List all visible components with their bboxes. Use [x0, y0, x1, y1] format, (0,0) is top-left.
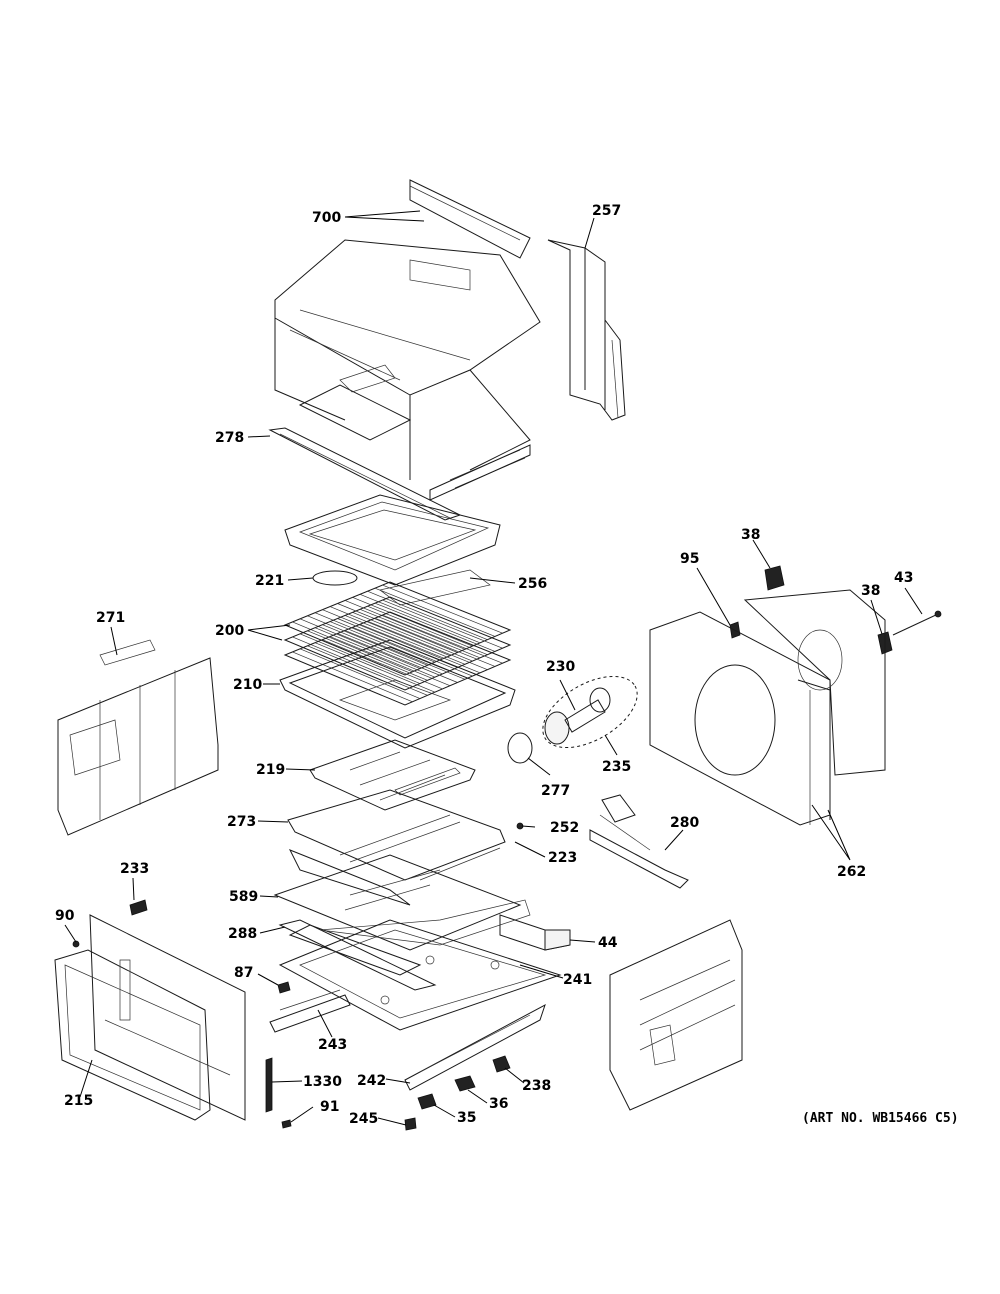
callout-257: 257 — [592, 203, 621, 219]
panel-288 — [278, 899, 531, 991]
callout-1330: 1330 — [303, 1074, 342, 1090]
element-241 — [278, 919, 562, 1031]
callout-38-top: 38 — [741, 527, 760, 543]
callout-95: 95 — [680, 551, 699, 567]
front-door-215 — [54, 914, 246, 1121]
callout-241: 241 — [563, 972, 592, 988]
rail-242 — [404, 1003, 546, 1091]
callout-36: 36 — [489, 1096, 508, 1112]
element-256 — [379, 569, 491, 606]
callout-87: 87 — [234, 965, 253, 981]
leader-lines — [64, 210, 923, 1126]
rail-280 — [589, 794, 689, 889]
callout-90: 90 — [55, 908, 75, 924]
rear-panels-262 — [649, 589, 886, 826]
callout-700: 700 — [312, 210, 341, 226]
block-44 — [499, 914, 571, 951]
callout-262: 262 — [837, 864, 866, 880]
callout-252: 252 — [550, 820, 579, 836]
callout-221: 221 — [255, 573, 284, 589]
callout-230: 230 — [546, 659, 575, 675]
callout-278: 278 — [215, 430, 244, 446]
callout-labels: 700 257 278 221 256 200 271 210 219 273 … — [55, 203, 959, 1127]
right-side-panel — [609, 919, 743, 1111]
callout-271: 271 — [96, 610, 125, 626]
shelf-219 — [309, 739, 476, 811]
callout-288: 288 — [228, 926, 257, 942]
callout-238: 238 — [522, 1078, 551, 1094]
callout-233: 233 — [120, 861, 149, 877]
pad-589 — [273, 854, 522, 951]
callout-245: 245 — [349, 1111, 378, 1127]
callout-210: 210 — [233, 677, 262, 693]
rack-frame-210 — [279, 639, 516, 749]
oven-bottom-273 — [287, 789, 506, 906]
hardware-small-parts — [72, 565, 942, 1131]
left-side-panel-271 — [57, 639, 219, 836]
callout-242: 242 — [357, 1073, 386, 1089]
top-trim-278 — [268, 427, 462, 521]
rear-duct-257 — [547, 239, 626, 421]
callout-280: 280 — [670, 815, 699, 831]
callout-200: 200 — [215, 623, 244, 639]
callout-589: 589 — [229, 889, 258, 905]
art-number: (ART NO. WB15466 C5) — [802, 1111, 959, 1126]
rail-243 — [269, 989, 351, 1033]
callout-277: 277 — [541, 783, 570, 799]
callout-256: 256 — [518, 576, 547, 592]
broil-element-frame — [284, 494, 501, 586]
callout-219: 219 — [256, 762, 285, 778]
convection-fan-230 — [507, 675, 638, 764]
light-lens-221 — [312, 570, 358, 586]
callout-215: 215 — [64, 1093, 93, 1109]
callout-243: 243 — [318, 1037, 347, 1053]
callout-235: 235 — [602, 759, 631, 775]
callout-38-right: 38 — [861, 583, 880, 599]
callout-35: 35 — [457, 1110, 476, 1126]
callout-223: 223 — [548, 850, 577, 866]
oven-cavity-wrapper — [274, 179, 541, 501]
callout-44: 44 — [598, 935, 618, 951]
callout-43: 43 — [894, 570, 913, 586]
callout-91: 91 — [320, 1099, 339, 1115]
callout-273: 273 — [227, 814, 256, 830]
